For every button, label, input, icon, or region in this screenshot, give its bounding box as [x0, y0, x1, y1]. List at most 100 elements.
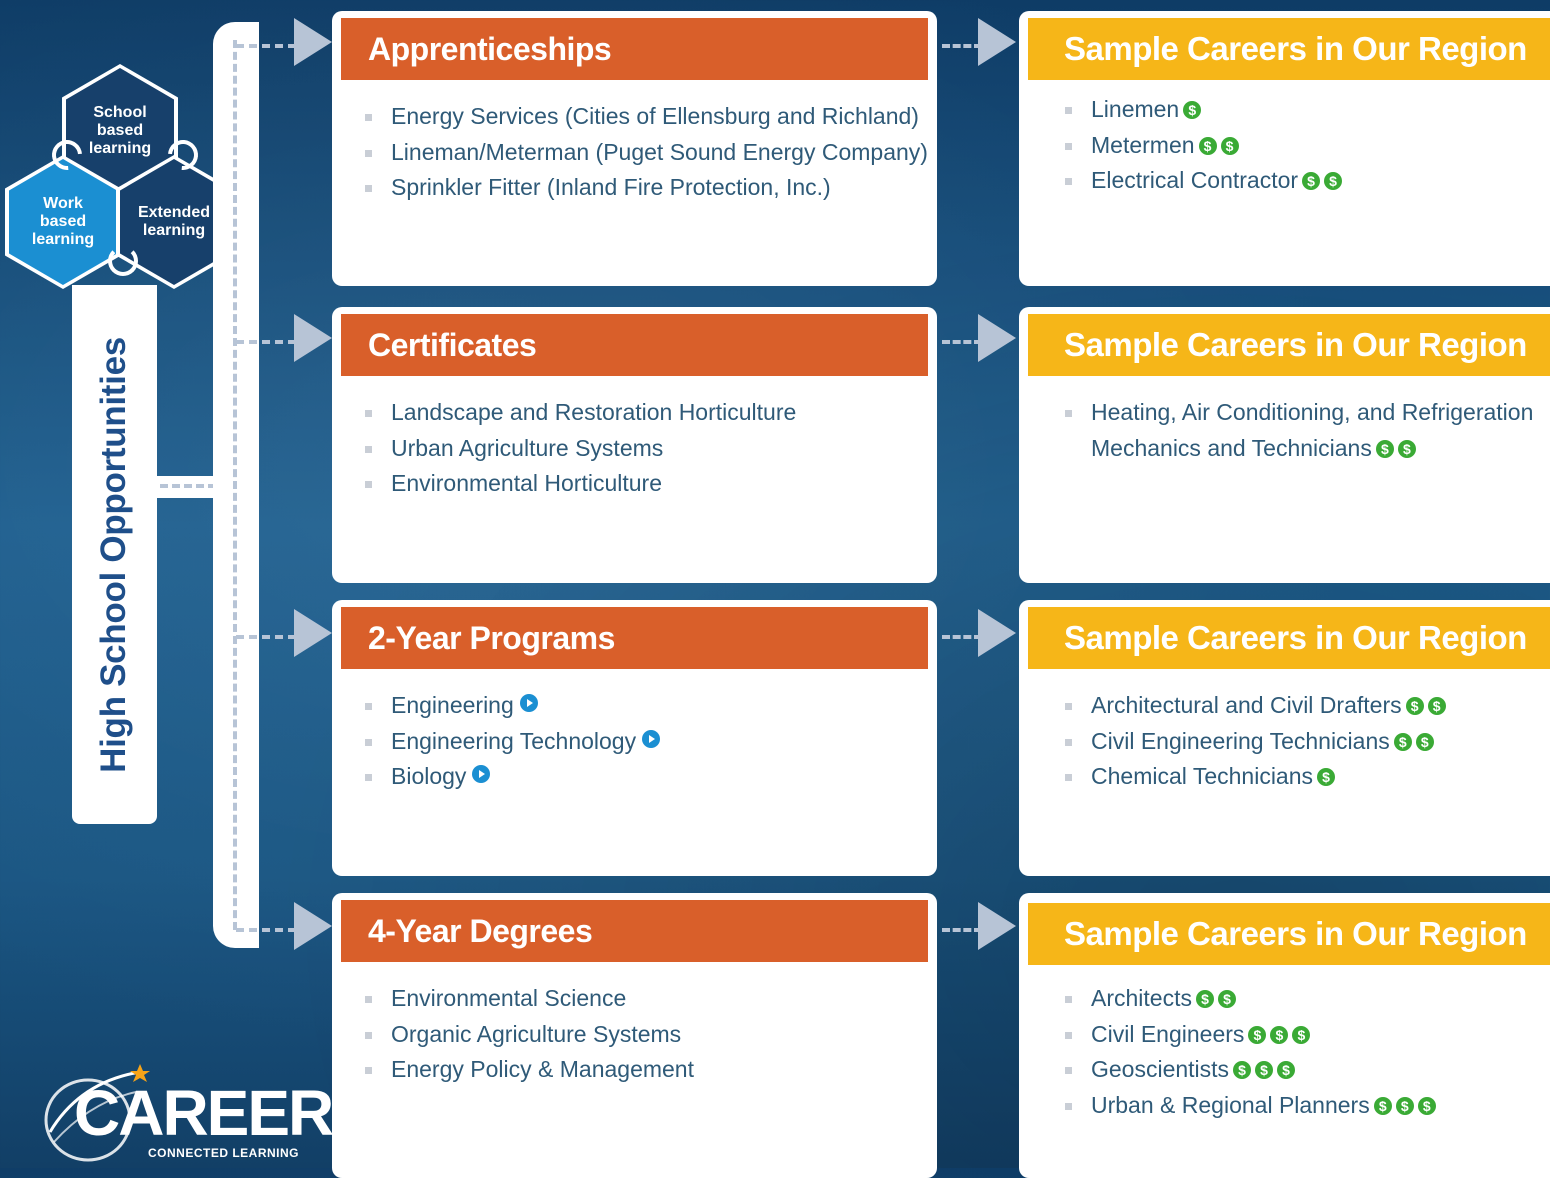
program-title: Certificates: [368, 326, 537, 363]
dollar-icon: $: [1317, 768, 1336, 786]
link-dash: [942, 635, 982, 639]
arrow-icon: [294, 18, 332, 66]
connector-trunk-dash: [233, 40, 237, 930]
list-item: Lineman/Meterman (Puget Sound Energy Com…: [365, 135, 928, 171]
cycle-arrow-icon: [108, 246, 138, 276]
arrow-icon: [294, 902, 332, 950]
list-item[interactable]: Engineering Technology: [365, 724, 661, 760]
career-card-4-year: Sample Careers in Our Region Architects$…: [1019, 893, 1550, 1178]
dollar-icon: $: [1375, 439, 1394, 458]
arrow-icon: [294, 314, 332, 362]
branch-dash: [236, 635, 296, 639]
dollar-icon: $: [1393, 732, 1412, 751]
branch-dash: [236, 928, 296, 932]
list-item: Electrical Contractor$$: [1065, 163, 1343, 199]
career-card-2-year: Sample Careers in Our Region Architectur…: [1019, 600, 1550, 876]
list-item: Geoscientists$$$: [1065, 1052, 1436, 1088]
program-header: 4-Year Degrees: [341, 900, 928, 962]
dollar-icon: $: [1397, 439, 1416, 458]
career-title: Sample Careers in Our Region: [1064, 326, 1527, 363]
dollar-icon: $: [1217, 990, 1236, 1008]
dollar-icon: $: [1220, 136, 1239, 155]
dollar-icon: $: [1302, 172, 1321, 190]
list-item: Urban Agriculture Systems: [365, 431, 796, 467]
arrow-icon: [978, 609, 1016, 657]
career-header: Sample Careers in Our Region: [1028, 18, 1550, 80]
program-card-certificates: Certificates Landscape and Restoration H…: [332, 307, 937, 583]
logo-word: CAREER: [74, 1077, 334, 1149]
career-header: Sample Careers in Our Region: [1028, 314, 1550, 376]
branch-dash: [236, 340, 296, 344]
connector-dash: [160, 484, 216, 488]
career-title: Sample Careers in Our Region: [1064, 30, 1527, 67]
list-item: Civil Engineers$$$: [1065, 1017, 1436, 1053]
program-title: 4-Year Degrees: [368, 912, 593, 949]
dollar-icon: $: [1373, 1096, 1392, 1115]
arrow-icon: [978, 18, 1016, 66]
arrow-icon: [294, 609, 332, 657]
dollar-icon: $: [1183, 101, 1202, 119]
list-item[interactable]: Biology: [365, 759, 660, 795]
dollar-icon: $: [1395, 1096, 1414, 1115]
list-item: Heating, Air Conditioning, and Refrigera…: [1065, 395, 1533, 466]
branch-dash: [236, 44, 296, 48]
dollar-icon: $: [1292, 1025, 1311, 1044]
career-header: Sample Careers in Our Region: [1028, 903, 1550, 965]
list-item: Linemen$: [1065, 92, 1342, 128]
program-list: Engineering Engineering Technology Biolo…: [365, 688, 661, 795]
arrow-circle-icon[interactable]: [519, 694, 538, 712]
program-card-2-year: 2-Year Programs Engineering Engineering …: [332, 600, 937, 876]
career-list: Architectural and Civil Drafters$$ Civil…: [1065, 688, 1446, 795]
dollar-icon: $: [1405, 697, 1424, 715]
program-list: Landscape and Restoration Horticulture U…: [365, 395, 796, 502]
dollar-icon: $: [1277, 1061, 1296, 1079]
list-item: Architects$$: [1065, 981, 1436, 1017]
list-item: Sprinkler Fitter (Inland Fire Protection…: [365, 170, 928, 206]
career-list: Linemen$ Metermen$$ Electrical Contracto…: [1065, 92, 1343, 199]
program-list: Energy Services (Cities of Ellensburg an…: [365, 99, 928, 206]
list-item: Chemical Technicians$: [1065, 759, 1446, 795]
arrow-circle-icon[interactable]: [642, 729, 661, 748]
program-title: Apprenticeships: [368, 30, 612, 67]
logo-tagline: CONNECTED LEARNING: [148, 1146, 300, 1160]
hex-school-based-learning: School based learning: [62, 64, 178, 198]
dollar-icon: $: [1324, 172, 1343, 190]
career-title: Sample Careers in Our Region: [1064, 619, 1527, 656]
link-dash: [942, 928, 982, 932]
list-item: Organic Agriculture Systems: [365, 1017, 694, 1053]
dollar-icon: $: [1427, 697, 1446, 715]
career-card-apprenticeships: Sample Careers in Our Region Linemen$ Me…: [1019, 11, 1550, 286]
program-title: 2-Year Programs: [368, 619, 615, 656]
program-header: 2-Year Programs: [341, 607, 928, 669]
career-title: Sample Careers in Our Region: [1064, 915, 1527, 952]
list-item: Energy Services (Cities of Ellensburg an…: [365, 99, 928, 135]
hex-school-label: School based learning: [88, 104, 152, 157]
dollar-icon: $: [1270, 1025, 1289, 1044]
list-item: Urban & Regional Planners$$$: [1065, 1088, 1436, 1124]
list-item[interactable]: Engineering: [365, 688, 660, 724]
logo-swoosh-icon: [44, 1064, 150, 1162]
program-card-apprenticeships: Apprenticeships Energy Services (Cities …: [332, 11, 937, 286]
side-label-text: High School Opportunities: [94, 337, 133, 773]
career-header: Sample Careers in Our Region: [1028, 607, 1550, 669]
list-item: Metermen$$: [1065, 128, 1342, 164]
dollar-icon: $: [1417, 1096, 1436, 1115]
dollar-icon: $: [1195, 990, 1214, 1008]
career-card-certificates: Sample Careers in Our Region Heating, Ai…: [1019, 307, 1550, 583]
list-item: Environmental Horticulture: [365, 466, 796, 502]
dollar-icon: $: [1233, 1061, 1252, 1079]
arrow-icon: [978, 902, 1016, 950]
program-header: Apprenticeships: [341, 18, 928, 80]
dollar-icon: $: [1415, 732, 1434, 751]
career-list: Heating, Air Conditioning, and Refrigera…: [1065, 395, 1533, 466]
career-connected-learning-logo: CAREER CONNECTED LEARNING: [40, 1062, 334, 1168]
side-label-panel: High School Opportunities: [72, 285, 157, 824]
link-dash: [942, 340, 982, 344]
list-item: Landscape and Restoration Horticulture: [365, 395, 796, 431]
arrow-circle-icon[interactable]: [472, 765, 491, 783]
arrow-icon: [978, 314, 1016, 362]
dollar-icon: $: [1255, 1061, 1274, 1079]
career-list: Architects$$ Civil Engineers$$$ Geoscien…: [1065, 981, 1436, 1123]
link-dash: [942, 44, 982, 48]
dollar-icon: $: [1248, 1025, 1267, 1044]
